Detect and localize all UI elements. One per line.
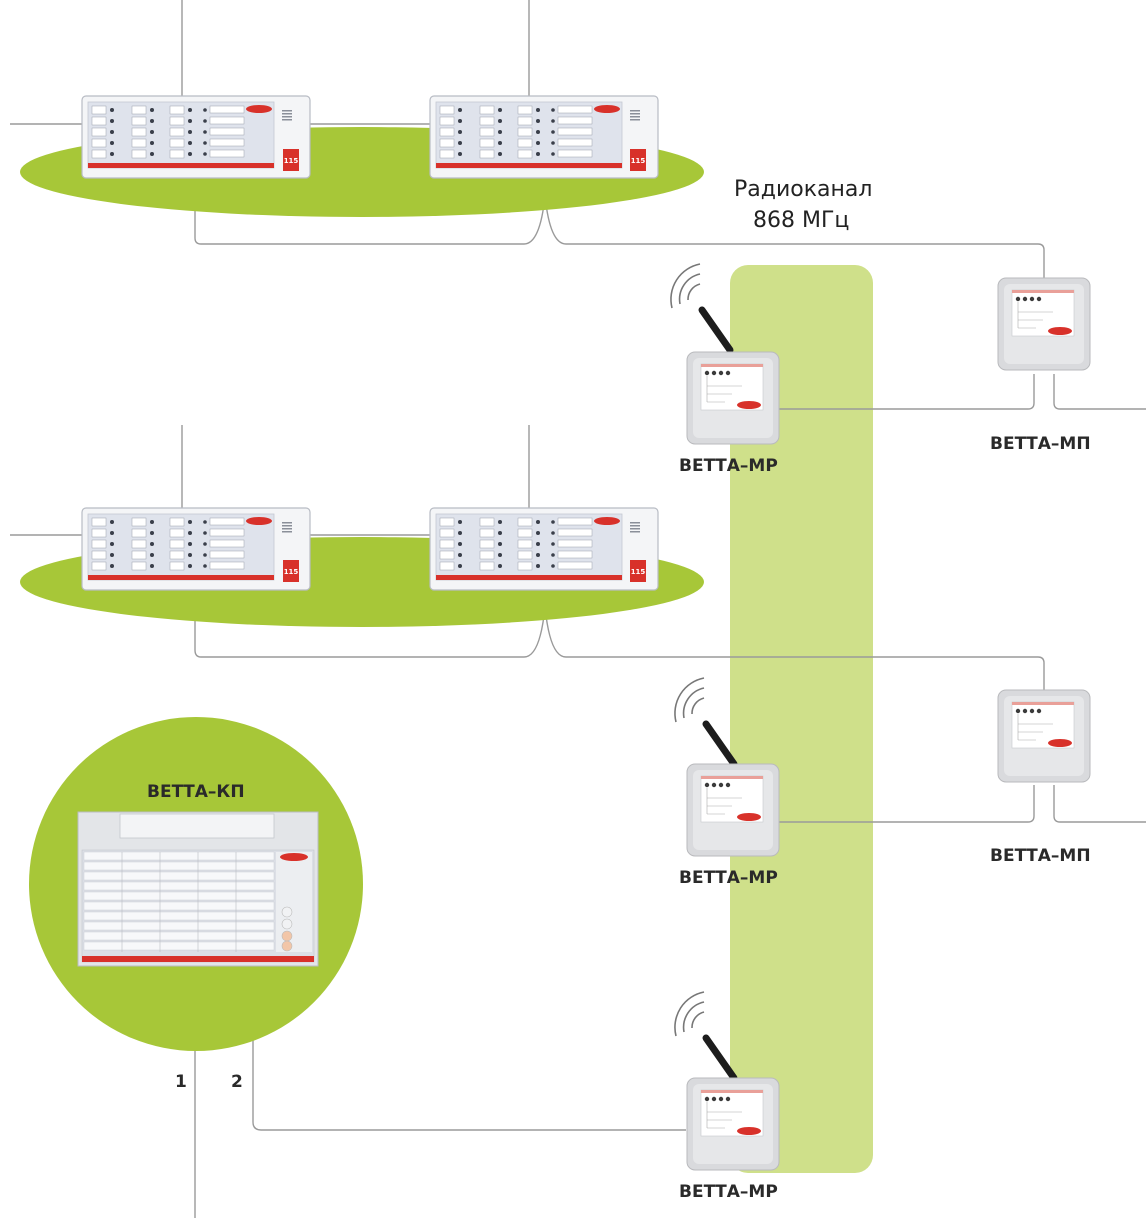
label-vetta-mp-2: ВЕТТА–МП [990, 846, 1091, 866]
panel-badge-1: 115 [284, 157, 299, 165]
fire-panel-mid-left [81, 507, 311, 591]
fire-panel-top-left [81, 95, 311, 179]
antenna-icon [675, 678, 734, 764]
fire-panel-top-right [429, 95, 659, 179]
vetta-mr-device-1 [686, 351, 780, 445]
vetta-mp-device-2 [997, 689, 1091, 783]
radio-channel-band [730, 265, 873, 1173]
radio-channel-frequency: 868 МГц [753, 208, 849, 233]
wire-number-2: 2 [231, 1072, 243, 1092]
wiring [10, 0, 1146, 1218]
label-vetta-mr-2: ВЕТТА–МР [679, 868, 778, 888]
label-vetta-mr-3: ВЕТТА–МР [679, 1182, 778, 1202]
radio-channel-label: Радиоканал [734, 177, 872, 202]
fire-panel-mid-right [429, 507, 659, 591]
vetta-mr-device-2 [686, 763, 780, 857]
antenna-icon [675, 992, 734, 1078]
vetta-mp-device-1 [997, 277, 1091, 371]
panel-badge-4: 115 [631, 568, 646, 576]
antenna-icon [671, 264, 730, 350]
label-vetta-mr-1: ВЕТТА–МР [679, 456, 778, 476]
label-vetta-kp: ВЕТТА–КП [147, 782, 245, 802]
wire-number-1: 1 [175, 1072, 187, 1092]
vetta-kp-device [77, 811, 319, 967]
panel-badge-3: 115 [284, 568, 299, 576]
label-vetta-mp-1: ВЕТТА–МП [990, 434, 1091, 454]
panel-badge-2: 115 [631, 157, 646, 165]
vetta-mr-device-3 [686, 1077, 780, 1171]
